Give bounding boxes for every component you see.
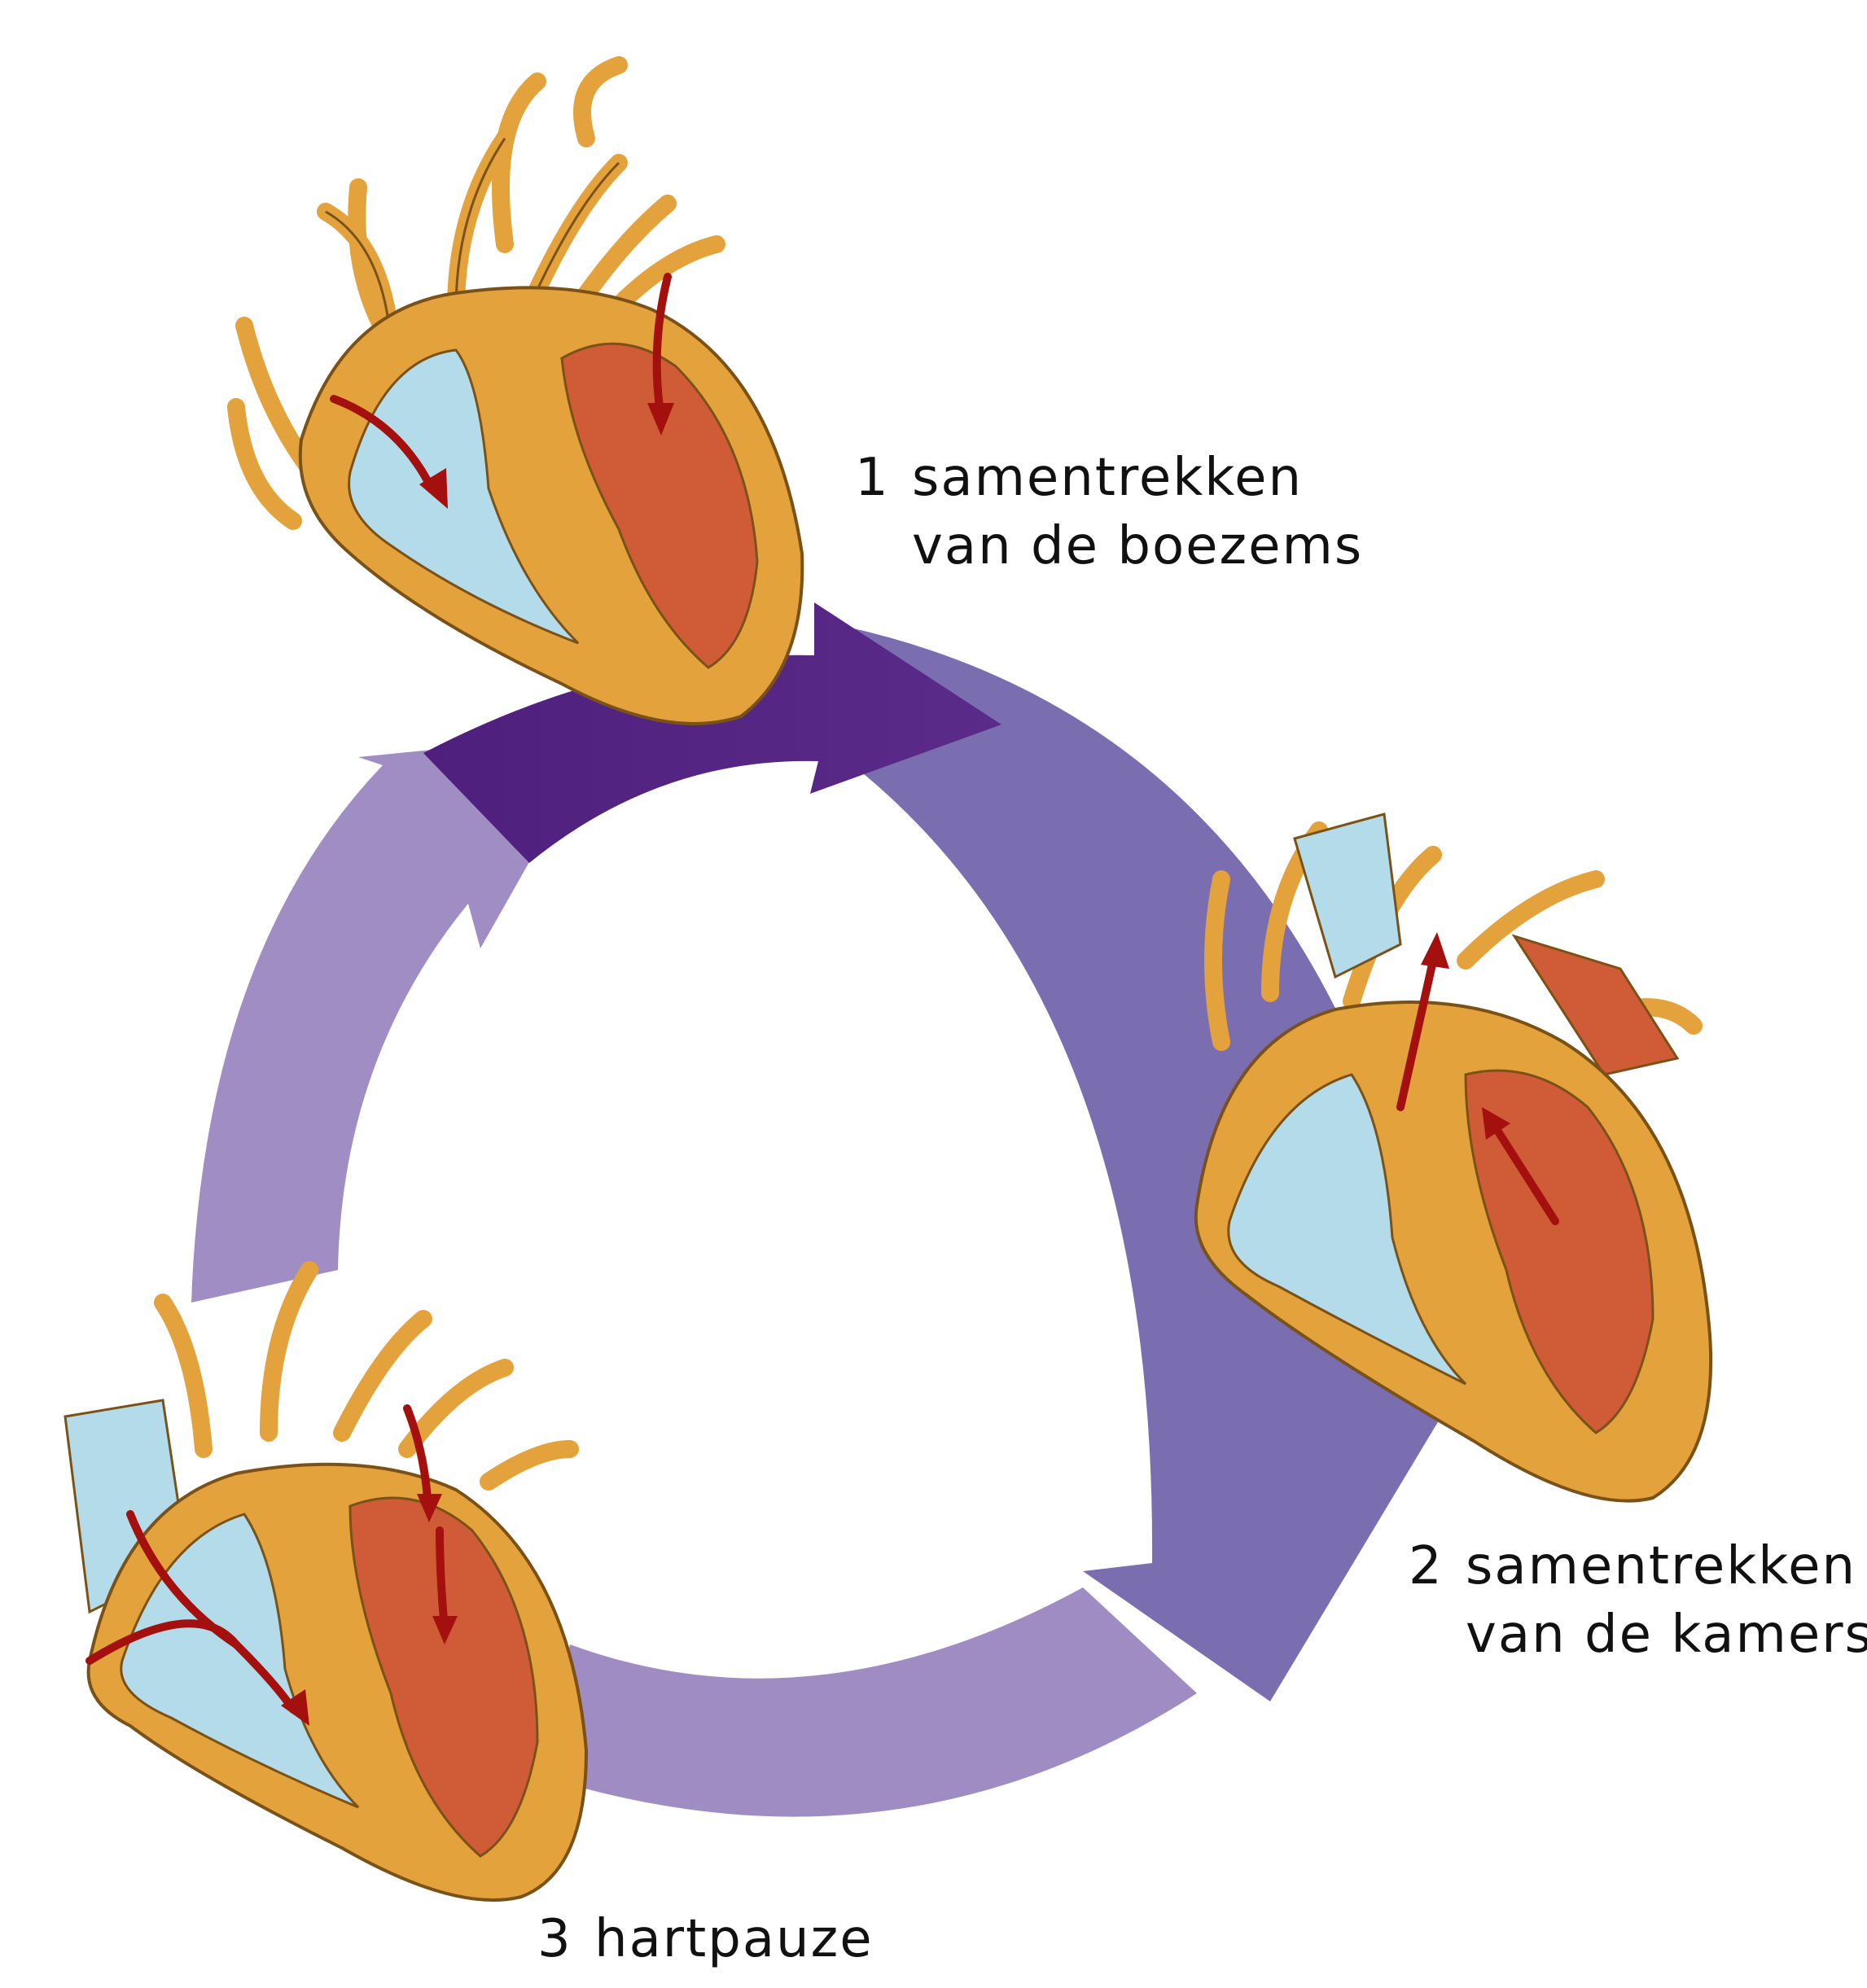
stage-2-number: 2 (1409, 1532, 1466, 1600)
stage-2-line1: samentrekken (1466, 1536, 1856, 1596)
stage-3-line1: hartpauze (594, 1909, 874, 1969)
stage-1-line2: van de boezems (855, 512, 1363, 580)
stage-1-number: 1 (855, 444, 912, 512)
stage-1-line1: samentrekken (912, 448, 1303, 508)
stage-3-number: 3 (537, 1905, 594, 1973)
heart-atria-contracting-icon (236, 65, 802, 724)
heart-pause-icon (65, 1270, 586, 1900)
cycle-arrow-pause (537, 1587, 1197, 1817)
stage-2-line2: van de kamers (1409, 1600, 1867, 1669)
